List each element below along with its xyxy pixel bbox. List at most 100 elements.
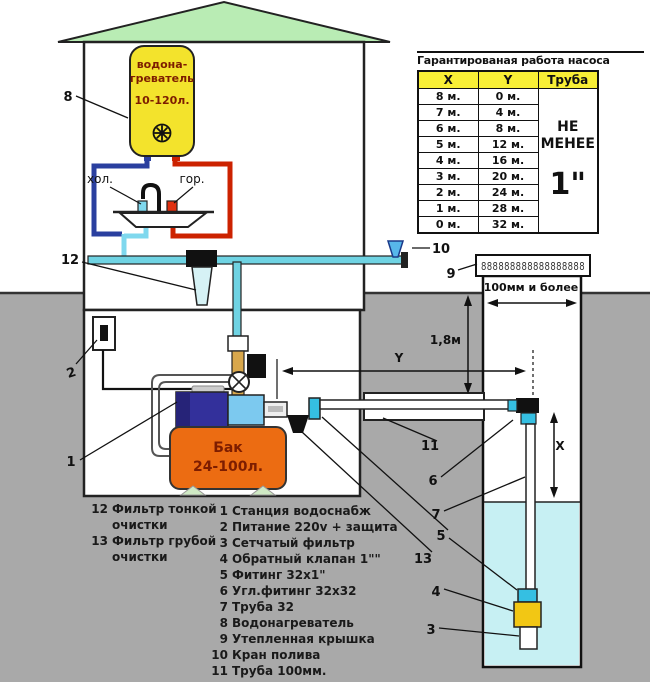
- legend-text: Фильтр грубой: [112, 534, 217, 548]
- sink-bowl: [117, 212, 209, 228]
- hot-tap: [166, 200, 178, 213]
- pipe-note-1: НЕ: [557, 119, 579, 135]
- leader-5b: [448, 537, 518, 591]
- cell-y: 32 м.: [477, 216, 539, 234]
- well-width-label: 100мм и более: [484, 281, 579, 294]
- legend-text: Труба 32: [232, 600, 294, 614]
- legend-text: Обратный клапан 1"": [232, 552, 381, 566]
- legend-num: 2: [219, 520, 228, 534]
- y-label: Y: [394, 351, 404, 365]
- faucet: [141, 182, 161, 212]
- table-row: 1 м.28 м.: [417, 200, 598, 217]
- pump-fitting-32x1: [308, 397, 321, 420]
- pipe-end-cap: [401, 252, 408, 268]
- cold-label: хол.: [87, 172, 113, 186]
- callout-12: 12: [61, 253, 79, 268]
- table-row: 3 м.20 м.: [417, 168, 598, 185]
- fine-filter-cone: [191, 266, 213, 306]
- callout-2: 2: [65, 365, 78, 382]
- legend-text-cont: очистки: [112, 550, 168, 564]
- cell-y: 20 м.: [477, 168, 539, 185]
- width-arrow-right: [566, 299, 577, 307]
- col-header-x: X: [417, 70, 479, 89]
- mesh-strainer: [519, 626, 538, 650]
- cell-y: 8 м.: [477, 120, 539, 137]
- leader-13: [301, 431, 433, 553]
- x-arrow-down: [550, 487, 558, 498]
- cell-x: 5 м.: [417, 136, 479, 153]
- y-arrow-left: [282, 367, 293, 375]
- hot-leader: [173, 186, 194, 204]
- col-header-pipe: Труба: [537, 70, 599, 89]
- legend-text: Сетчатый фильтр: [232, 536, 355, 550]
- riser-union: [227, 335, 249, 352]
- leader-12: [81, 261, 197, 291]
- leader-8: [75, 95, 129, 119]
- dimensions: [276, 295, 577, 498]
- legend-num: 6: [219, 584, 228, 598]
- callout-5: 5: [436, 529, 445, 544]
- cell-x: 0 м.: [417, 216, 479, 234]
- cell-x: 7 м.: [417, 104, 479, 121]
- heater-fan-icon: [152, 123, 172, 143]
- pipe-note-2: МЕНЕЕ: [540, 136, 595, 152]
- insulated-cover: [475, 254, 591, 277]
- cell-x: 1 м.: [417, 200, 479, 217]
- pipe-32: [319, 399, 517, 410]
- cell-x: 6 м.: [417, 120, 479, 137]
- callout-8: 8: [63, 90, 72, 105]
- hose-inner: [158, 381, 237, 450]
- callout-4: 4: [431, 585, 440, 600]
- cover-insulation-pattern: 888888888888888888: [481, 260, 585, 273]
- legend-num: 12: [91, 502, 108, 516]
- well-drop-pipe: [525, 423, 536, 591]
- hot-pipe: [170, 158, 233, 239]
- pipe-run: [319, 392, 542, 650]
- callout-1: 1: [66, 455, 75, 470]
- tank-leg-right: [249, 485, 277, 496]
- legend-item: 13 Фильтр грубой: [90, 533, 217, 549]
- legend-num: 3: [219, 536, 228, 550]
- table-row: 8 м. 0 м. НЕ МЕНЕЕ 1": [417, 88, 599, 234]
- cell-y: 24 м.: [477, 184, 539, 201]
- leader-9: [457, 263, 478, 271]
- heater-label-2: греватель: [130, 72, 194, 85]
- coarse-filter: [287, 415, 309, 433]
- legend-text: Угл.фитинг 32х32: [232, 584, 357, 598]
- callout-13: 13: [414, 552, 432, 567]
- legend-item: 12 Фильтр тонкой: [90, 501, 217, 517]
- callout-7: 7: [431, 508, 440, 523]
- cell-x: 4 м.: [417, 152, 479, 169]
- x-label: X: [555, 439, 565, 453]
- cold-pipe: [91, 158, 150, 237]
- leader-7: [443, 476, 526, 512]
- elbow-inlet: [507, 399, 518, 412]
- hose-outer: [151, 374, 237, 457]
- floor-pipe-group: [87, 240, 408, 306]
- depth-arrow-down: [464, 383, 472, 394]
- legend-num: 13: [91, 534, 108, 548]
- width-arrow-left: [487, 299, 498, 307]
- cell-x: 2 м.: [417, 184, 479, 201]
- floor-pipe: [87, 255, 407, 265]
- leader-1: [79, 401, 178, 461]
- legend-text: Фильтр тонкой: [112, 502, 217, 516]
- callout-10: 10: [432, 242, 450, 257]
- heater-body: [129, 45, 195, 157]
- garden-tap: [386, 240, 405, 258]
- pressure-tank: [169, 426, 287, 490]
- leader-3: [438, 627, 520, 637]
- tank-label-2: 24-100л.: [193, 459, 263, 475]
- table-row: 4 м.16 м.: [417, 152, 598, 169]
- legend-num: 4: [219, 552, 228, 566]
- legend-num: 1: [219, 504, 228, 518]
- roof: [57, 0, 391, 43]
- legend-num: 8: [219, 616, 228, 630]
